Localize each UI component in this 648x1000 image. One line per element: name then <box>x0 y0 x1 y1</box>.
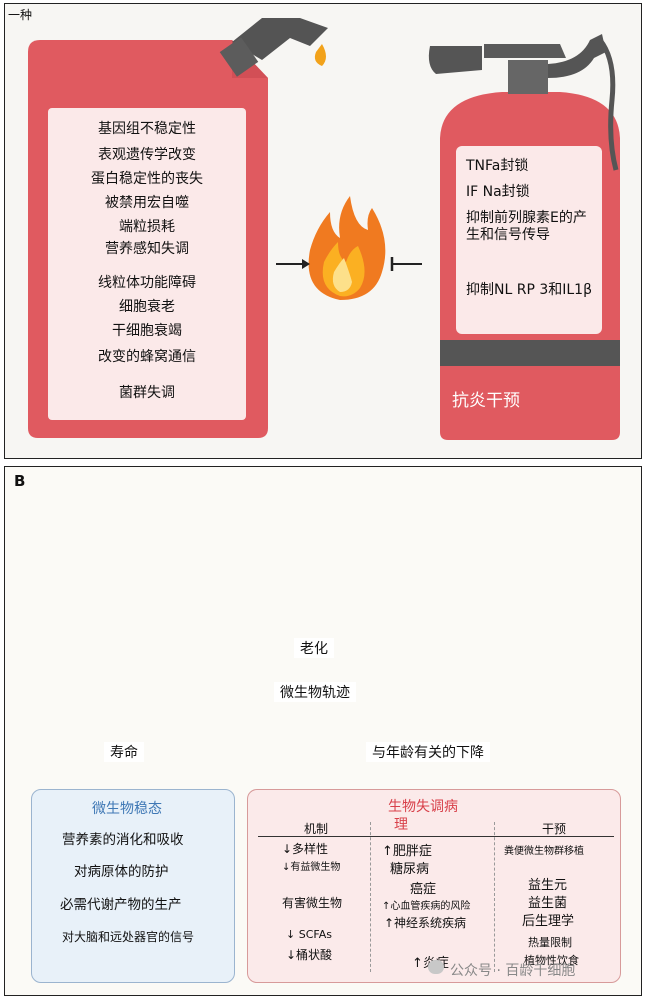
disease-item: ↑肥胖症 <box>382 844 432 859</box>
mechanism-item: ↓ SCFAs <box>286 928 332 941</box>
list-item: 蛋白稳定性的丧失 <box>91 171 203 187</box>
mechanism-item: ↓桶状酸 <box>286 948 333 962</box>
list-item: 线粒体功能障碍 <box>98 275 196 291</box>
list-item: 菌群失调 <box>119 385 175 401</box>
list-item: 抑制前列腺素E的产生和信号传导 <box>466 210 587 243</box>
disease-item: 糖尿病 <box>390 862 430 877</box>
dysbiosis-box <box>247 789 621 983</box>
activate-arrow-icon <box>276 259 310 269</box>
column-divider <box>494 822 495 972</box>
wechat-icon <box>428 960 444 974</box>
list-item: 细胞衰老 <box>119 299 175 315</box>
list-item: 营养感知失调 <box>105 241 189 257</box>
intervention-item: 益生元 <box>528 878 568 893</box>
list-item: 对大脑和远处器官的信号 <box>62 930 195 944</box>
panel-a-label: 一种 <box>8 8 33 22</box>
intervention-item: 植物性饮食 <box>524 954 579 967</box>
extinguisher-label: 抗炎干预 <box>452 391 520 411</box>
watermark: 公众号 · 百龄千细胞 <box>450 963 576 979</box>
column-divider <box>370 822 371 972</box>
list-item: 被禁用宏自噬 <box>105 195 189 211</box>
list-item: 表观遗传学改变 <box>98 147 196 163</box>
disease-item: ↑心血管疾病的风险 <box>382 901 471 912</box>
homeostasis-box <box>31 789 235 983</box>
aging-hallmarks-list: 基因组不稳定性 表观遗传学改变 蛋白稳定性的丧失 被禁用宏自噬 端粒损耗 营养感… <box>48 108 246 420</box>
age-decline-label: 与年龄有关的下降 <box>366 742 490 762</box>
disease-item: ↑神经系统疾病 <box>384 916 467 930</box>
anti-inflammatory-list: TNFa封锁 IF Na封锁 抑制前列腺素E的产生和信号传导 抑制NL RP 3… <box>456 146 602 334</box>
list-item: 基因组不稳定性 <box>98 121 196 137</box>
aging-label: 老化 <box>294 638 334 658</box>
header-divider <box>258 836 614 837</box>
disease-item: 癌症 <box>410 882 437 897</box>
list-item: 营养素的消化和吸收 <box>62 832 184 848</box>
intervention-item: 后生理学 <box>522 914 575 929</box>
intervention-item: 益生菌 <box>528 896 568 911</box>
list-item: 对病原体的防护 <box>74 864 169 880</box>
intervention-item: 粪便微生物群移植 <box>504 846 584 857</box>
list-item: 必需代谢产物的生产 <box>60 897 182 913</box>
fire-icon <box>308 196 386 300</box>
dysbiosis-title-line2: 理 <box>394 817 408 833</box>
list-item: 改变的蜂窝通信 <box>98 349 196 365</box>
trajectory-label: 微生物轨迹 <box>274 682 356 702</box>
mechanism-item: ↓多样性 <box>282 842 329 856</box>
list-item: 干细胞衰竭 <box>112 323 182 339</box>
column-header-mechanism: 机制 <box>304 822 329 836</box>
lifespan-label: 寿命 <box>104 742 144 762</box>
mechanism-item: ↓有益微生物 <box>282 862 341 873</box>
intervention-item: 热量限制 <box>528 936 572 949</box>
mechanism-item: 有害微生物 <box>282 896 343 910</box>
list-item: TNFa封锁 <box>466 158 529 174</box>
homeostasis-title: 微生物稳态 <box>92 801 162 817</box>
column-header-intervention: 干预 <box>542 822 567 836</box>
inhibit-arrow-icon <box>390 257 422 271</box>
panel-b-label: B <box>14 472 26 490</box>
list-item: IF Na封锁 <box>466 184 530 200</box>
list-item: 端粒损耗 <box>119 219 175 235</box>
drop-icon <box>314 44 326 66</box>
dysbiosis-title: 生物失调病 <box>388 799 458 815</box>
list-item: 抑制NL RP 3和IL1β <box>466 282 593 298</box>
